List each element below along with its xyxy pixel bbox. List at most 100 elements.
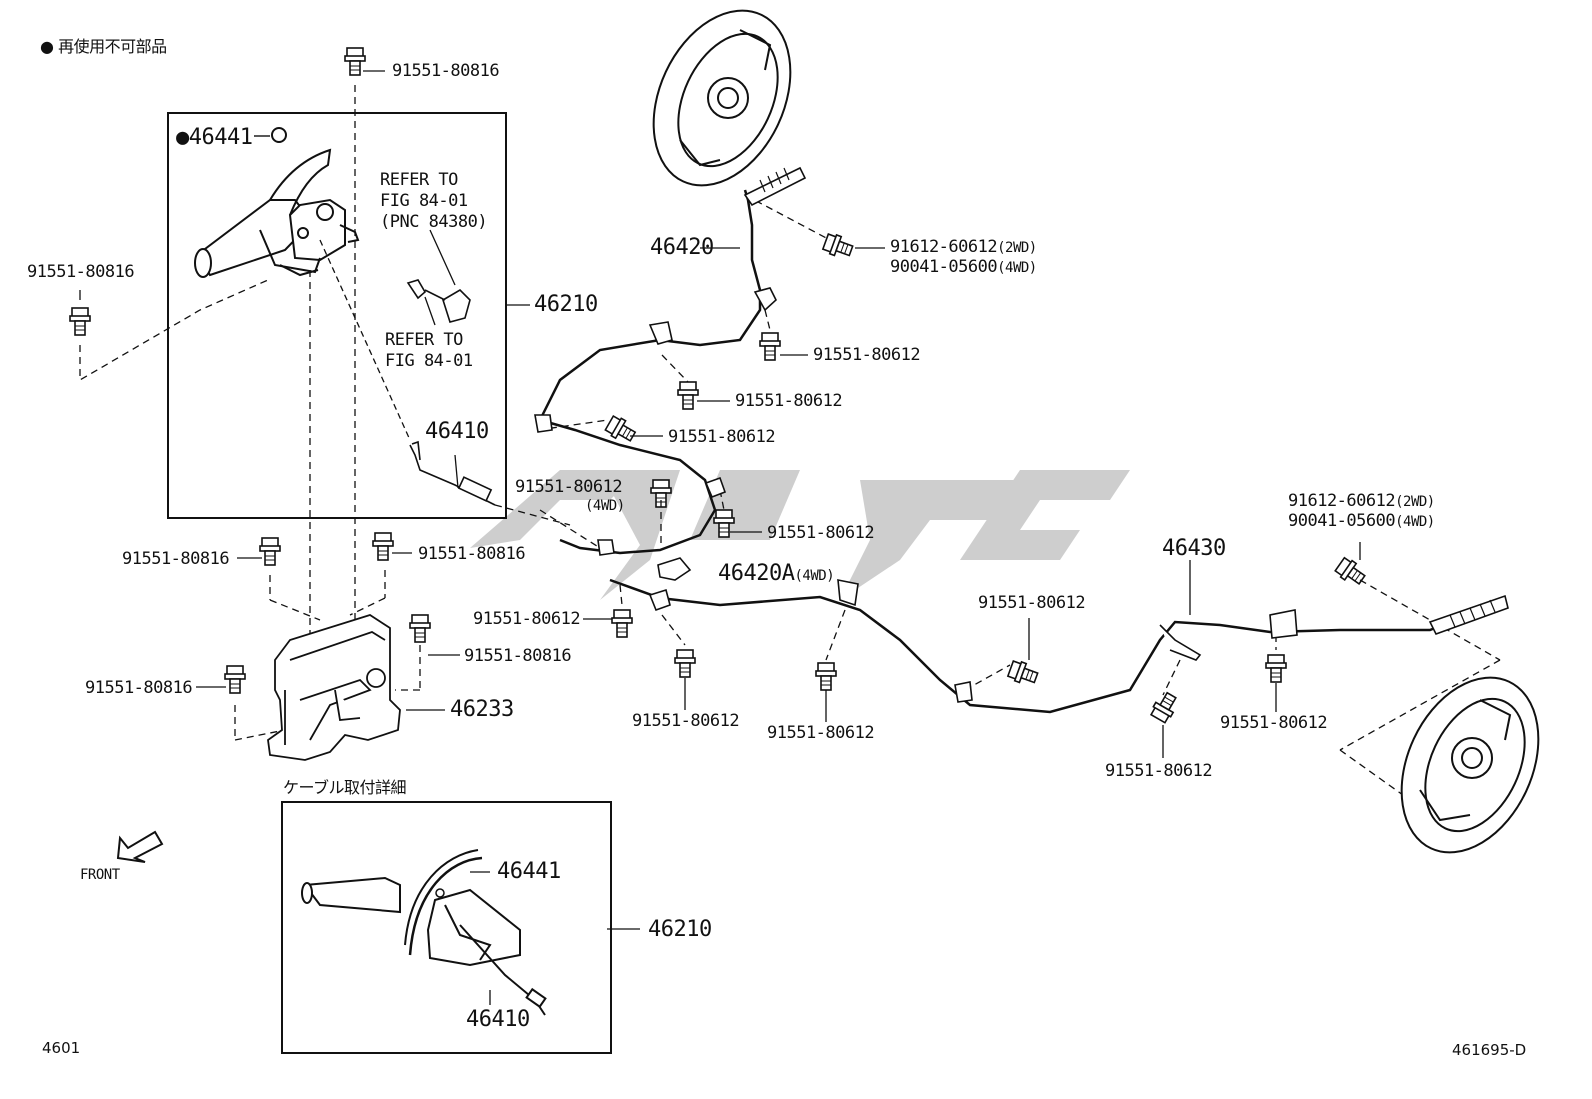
part-number: 91551-80816 — [85, 678, 193, 698]
part-label[interactable]: 91551-80816 — [392, 61, 500, 81]
part-label[interactable]: 46233 — [450, 698, 514, 722]
part-label[interactable]: ●46441 — [176, 125, 253, 150]
part-number: 91551-80612 — [1220, 713, 1328, 733]
bolt-icon — [259, 537, 281, 566]
part-label[interactable]: 91551-80816 — [85, 678, 193, 698]
part-label[interactable]: 91551-80612 — [515, 477, 623, 497]
part-label[interactable]: 91551-80612 — [735, 391, 843, 411]
part-number: 46441 — [188, 125, 253, 150]
part-label[interactable]: 46441 — [497, 860, 561, 884]
variant-note-text: (4WD) — [585, 498, 625, 514]
part-label[interactable]: 91612-60612(2WD) — [1288, 492, 1435, 511]
part-label[interactable]: 91551-80612 — [767, 723, 875, 743]
bolt-icon — [224, 665, 246, 694]
part-label[interactable]: 91551-80612 — [473, 609, 581, 629]
clip-46420a — [657, 557, 692, 581]
part-label[interactable]: 91551-80612 — [767, 523, 875, 543]
part-number: 46410 — [425, 419, 489, 444]
part-number: 91551-80612 — [978, 593, 1086, 613]
brake-backing-plate-top — [652, 9, 792, 187]
part-label[interactable]: 46410 — [425, 420, 489, 444]
part-label[interactable]: 91551-80816 — [27, 262, 135, 282]
variant-note: (4WD) — [794, 568, 835, 584]
part-number: 91612-60612 — [1288, 491, 1396, 511]
part-number: 46210 — [648, 917, 712, 942]
parking-brake-lever — [194, 148, 360, 278]
variant-note: (4WD) — [585, 497, 625, 515]
part-label[interactable]: 46420 — [650, 236, 714, 260]
legend: ● 再使用不可部品 — [40, 38, 167, 56]
part-number: 46430 — [1162, 536, 1226, 561]
part-label[interactable]: 91551-80612 — [668, 427, 776, 447]
part-label[interactable]: 91551-80612 — [1105, 762, 1213, 780]
part-label[interactable]: 90041-05600(4WD) — [890, 258, 1037, 277]
bolt-icon — [69, 307, 91, 336]
part-label[interactable]: 91551-80612 — [632, 711, 740, 731]
part-number: 91551-80612 — [767, 523, 875, 543]
part-number: 46233 — [450, 697, 514, 722]
cable-detail-box — [281, 801, 612, 1054]
part-label[interactable]: 91551-80612 — [978, 593, 1086, 613]
bolt-icon — [344, 47, 366, 76]
part-number: 91612-60612 — [890, 237, 998, 257]
bolt-icon — [674, 649, 696, 678]
legend-marker: ● — [40, 37, 54, 56]
reference-note: REFER TO FIG 84-01 (PNC 84380) — [380, 170, 488, 232]
bolt-icon — [1265, 654, 1287, 683]
part-number: 91551-80612 — [515, 477, 623, 497]
part-label[interactable]: 46210 — [534, 293, 598, 317]
detail-title: ケーブル取付詳細 — [283, 778, 407, 797]
part-number: 91551-80816 — [464, 646, 572, 666]
bolt-icon — [1333, 555, 1369, 589]
part-number: 91551-80816 — [27, 262, 135, 282]
reference-note: REFER TO FIG 84-01 — [385, 330, 473, 371]
part-label[interactable]: 46430 — [1162, 537, 1226, 561]
part-label[interactable]: 91612-60612(2WD) — [890, 238, 1037, 257]
lever-assembly-box — [167, 112, 507, 519]
part-number: 90041-05600 — [1288, 511, 1396, 531]
part-label[interactable]: 91551-80816 — [418, 544, 526, 564]
legend-text: 再使用不可部品 — [58, 37, 167, 56]
bolt-icon — [759, 332, 781, 361]
variant-note: (2WD) — [997, 240, 1037, 256]
part-number: 91551-80612 — [632, 711, 740, 731]
brake-backing-plate-rear — [1400, 676, 1540, 854]
part-label[interactable]: 91551-80816 — [122, 550, 230, 568]
part-number: 46441 — [497, 859, 561, 884]
cable-detail-drawing — [301, 849, 547, 1016]
variant-note: (4WD) — [997, 260, 1037, 276]
part-number: 91551-80612 — [813, 345, 921, 365]
non-reusable-marker: ● — [176, 125, 189, 150]
part-number: 91551-80612 — [668, 427, 776, 447]
part-label[interactable]: 91551-80612 — [813, 345, 921, 365]
bolt-icon — [409, 614, 431, 643]
page-code: 4601 — [42, 1039, 81, 1057]
part-number: 91551-80816 — [418, 544, 526, 564]
part-label[interactable]: 46410 — [466, 1008, 530, 1032]
front-arrow-icon — [116, 830, 164, 863]
variant-note: (4WD) — [1395, 514, 1435, 530]
part-number: 91551-80612 — [735, 391, 843, 411]
bolt-icon — [677, 381, 699, 410]
figure-id: 461695-D — [1452, 1041, 1527, 1059]
part-label[interactable]: 91551-80816 — [464, 646, 572, 666]
part-number: 46410 — [466, 1007, 530, 1032]
part-label[interactable]: 91551-80612 — [1220, 713, 1328, 733]
part-number: 91551-80816 — [392, 61, 500, 81]
part-label[interactable]: 46420A(4WD) — [718, 561, 835, 588]
bolt-icon — [815, 662, 837, 691]
bolt-icon — [611, 609, 633, 638]
bolt-icon — [1006, 658, 1041, 689]
bolt-icon — [1148, 689, 1181, 725]
front-label: FRONT — [80, 867, 120, 883]
part-number: 91551-80612 — [473, 609, 581, 629]
lever-bracket — [267, 614, 401, 761]
part-number: 46420 — [650, 235, 714, 260]
part-number: 46420A — [718, 561, 795, 586]
part-label[interactable]: 90041-05600(4WD) — [1288, 512, 1435, 531]
part-label[interactable]: 46210 — [648, 918, 712, 942]
bolt-icon — [821, 231, 856, 262]
part-number: 91551-80612 — [767, 723, 875, 743]
